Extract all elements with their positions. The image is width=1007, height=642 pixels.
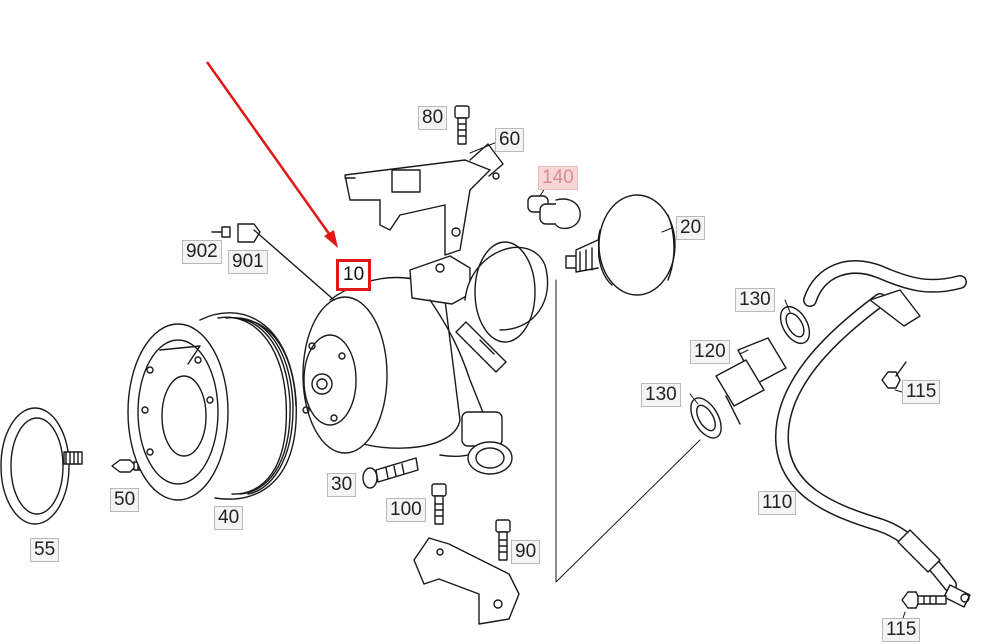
part-label-115-lower: 115 [882,618,921,642]
part-lower-bracket [413,537,520,625]
part-label-110: 110 [758,491,797,515]
part-label-130-lower: 130 [641,383,681,407]
part-label-30: 30 [327,473,357,497]
part-130-clamp-lower [690,397,722,439]
red-pointer-arrow [205,61,338,248]
part-120-coupling [715,337,787,425]
part-80-bolt [454,105,470,145]
part-label-100: 100 [386,498,426,522]
part-label-901: 901 [228,250,268,274]
part-label-130-upper: 130 [735,288,775,312]
part-label-10: 10 [336,259,372,291]
part-label-115-upper: 115 [902,380,941,404]
part-label-80: 80 [418,106,448,130]
part-115-bolt-lower [901,591,947,609]
part-10-pump-body [302,241,549,475]
part-901-connector [237,223,335,301]
part-902-pin [211,226,231,238]
part-label-90: 90 [511,540,541,564]
part-40-pulley [127,312,297,501]
leader-lines [469,141,906,629]
part-label-55: 55 [30,538,60,562]
part-60-bracket [344,143,504,256]
part-90-bolt [495,519,511,561]
part-label-140: 140 [538,166,578,190]
part-label-902: 902 [182,240,222,264]
part-20-reservoir [565,194,676,296]
part-label-60: 60 [495,128,525,152]
part-label-20: 20 [676,216,706,240]
part-label-120: 120 [690,340,730,364]
part-30-bolt [362,457,419,489]
part-label-40: 40 [214,506,244,530]
part-110-hose [774,260,971,608]
part-130-clamp-upper [779,305,811,345]
part-115-bolt-upper [881,361,907,389]
part-label-50: 50 [110,488,140,512]
part-140-fitting [527,195,581,230]
part-55-cover-cap [0,407,83,525]
part-100-bolt [431,483,447,525]
